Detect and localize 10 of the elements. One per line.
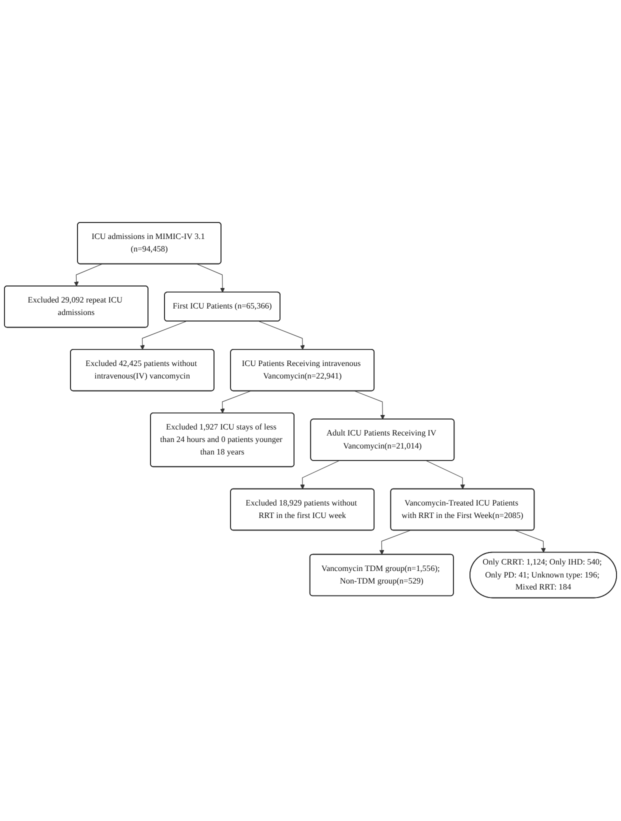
arrow [258,321,305,350]
arrow [140,321,186,350]
arrow [379,530,410,556]
arrow [426,460,466,490]
arrow [300,460,340,490]
arrow [74,264,102,287]
arrow [196,264,225,293]
arrow [515,530,546,554]
arrow [220,391,251,414]
arrow [354,391,386,420]
